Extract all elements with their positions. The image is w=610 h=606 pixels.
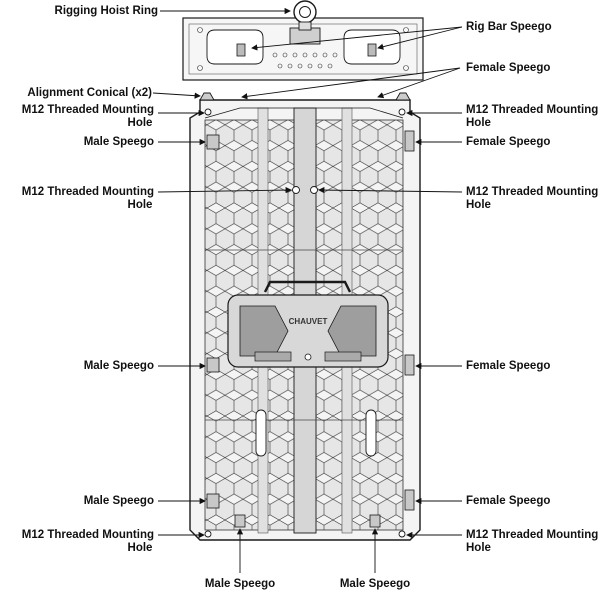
label-male-speego-bottom-left: Male Speego xyxy=(204,578,276,590)
lower-slots xyxy=(255,409,377,457)
label-m12-mid-left-line2: Hole xyxy=(127,199,153,211)
speego-connectors xyxy=(206,130,415,528)
label-female-speego-mid: Female Speego xyxy=(466,360,551,372)
leader-m12-mid-left xyxy=(157,186,292,194)
label-male-speego-mid: Male Speego xyxy=(83,360,154,372)
label-male-speego-low: Male Speego xyxy=(83,495,154,507)
label-m12-mid-left-line1: M12 Threaded Mounting xyxy=(21,186,154,198)
label-m12-bottom-right-line1: M12 Threaded Mounting xyxy=(466,529,599,541)
label-male-speego-bottom-right: Male Speego xyxy=(339,578,411,590)
label-m12-bottom-left-line2: Hole xyxy=(127,542,153,554)
leader-female-top-1 xyxy=(241,67,461,100)
m12-mounting-holes xyxy=(204,108,406,538)
label-female-speego-top: Female Speego xyxy=(466,62,551,74)
leader-m12-mid-right xyxy=(318,186,463,194)
label-m12-top-right-line1: M12 Threaded Mounting xyxy=(466,104,599,116)
label-rig-bar-speego: Rig Bar Speego xyxy=(466,21,552,33)
handle-module: CHAUVET xyxy=(227,280,389,368)
label-female-speego-low: Female Speego xyxy=(466,495,551,507)
label-m12-mid-right-line2: Hole xyxy=(466,199,491,211)
label-m12-top-left-line1: M12 Threaded Mounting xyxy=(21,104,154,116)
label-m12-mid-right-line1: M12 Threaded Mounting xyxy=(466,186,599,198)
label-m12-top-right-line2: Hole xyxy=(466,117,491,129)
label-m12-bottom-left-line1: M12 Threaded Mounting xyxy=(21,529,154,541)
label-m12-bottom-right-line2: Hole xyxy=(466,542,491,554)
rigging-hoist-ring xyxy=(293,0,317,31)
leader-rig-bar-1 xyxy=(251,26,463,51)
label-female-speego-right-top: Female Speego xyxy=(466,136,551,148)
label-rigging-hoist-ring: Rigging Hoist Ring xyxy=(54,5,158,17)
alignment-conicals xyxy=(199,92,411,101)
leader-alignment-conical xyxy=(152,92,201,99)
label-m12-top-left-line2: Hole xyxy=(127,117,153,129)
logo-text: CHAUVET xyxy=(289,317,328,326)
label-male-speego-top: Male Speego xyxy=(83,136,154,148)
leader-rig-bar-2 xyxy=(377,26,463,50)
label-alignment-conical: Alignment Conical (x2) xyxy=(27,87,152,99)
leader-female-top-2 xyxy=(377,67,461,99)
